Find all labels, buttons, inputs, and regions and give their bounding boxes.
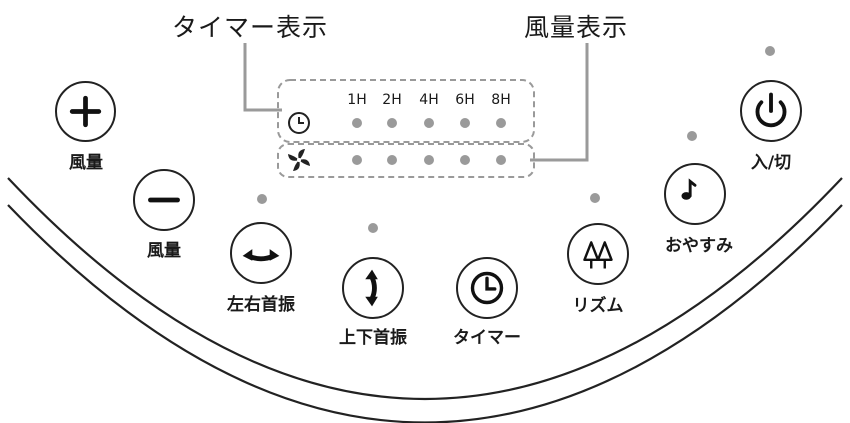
timer-indicator-dot — [496, 118, 506, 128]
vertical-swing-icon — [365, 269, 378, 307]
sleep-button[interactable] — [664, 163, 726, 225]
timer-button[interactable] — [456, 257, 518, 319]
clock-icon — [288, 112, 310, 134]
fan-indicator-dot — [352, 155, 362, 165]
power-status-dot — [765, 46, 775, 56]
fan-indicator-dot — [496, 155, 506, 165]
fan-up-button[interactable] — [55, 81, 116, 142]
plus-icon — [69, 95, 102, 128]
fan-up-label: 風量 — [69, 153, 103, 173]
trees-icon — [583, 241, 613, 269]
fan-indicator-dot — [424, 155, 434, 165]
fan-indicator-dot — [460, 155, 470, 165]
fan-callout-line — [530, 43, 589, 162]
swing-status-dot — [257, 194, 267, 204]
vertical-swing-label: 上下首振 — [339, 328, 407, 348]
timer-hour-label: 1H — [347, 92, 367, 108]
timer-hour-label: 4H — [419, 92, 439, 108]
sleep-label: おやすみ — [665, 236, 733, 256]
power-button[interactable] — [740, 80, 802, 142]
sleep-note-moon-icon — [681, 178, 709, 208]
power-icon — [755, 92, 787, 128]
rhythm-button[interactable] — [567, 223, 629, 285]
rhythm-label: リズム — [572, 296, 624, 316]
timer-indicator-dot — [352, 118, 362, 128]
horizontal-swing-button[interactable] — [230, 222, 292, 284]
clock-icon — [470, 271, 504, 305]
fan-down-button[interactable] — [133, 169, 195, 231]
timer-hour-label: 6H — [455, 92, 475, 108]
vertical-swing-button[interactable] — [342, 257, 404, 319]
horizontal-swing-label: 左右首振 — [227, 295, 295, 315]
timer-hour-label: 2H — [382, 92, 402, 108]
horizontal-swing-icon — [242, 249, 280, 262]
timer-display-box — [277, 79, 535, 143]
timer-callout-line — [243, 43, 282, 112]
fan-icon — [288, 149, 310, 171]
timer-display-callout: タイマー表示 — [172, 13, 329, 42]
fan-speed-display-callout: 風量表示 — [524, 13, 629, 42]
timer-hour-label: 8H — [491, 92, 511, 108]
minus-icon — [148, 197, 180, 203]
vertical-swing-status-dot — [368, 223, 378, 233]
power-label: 入/切 — [750, 153, 792, 173]
fan-indicator-dot — [387, 155, 397, 165]
rhythm-status-dot — [590, 193, 600, 203]
sleep-status-dot — [687, 131, 697, 141]
timer-indicator-dot — [387, 118, 397, 128]
fan-down-label: 風量 — [147, 241, 181, 261]
timer-label: タイマー — [453, 328, 521, 348]
timer-indicator-dot — [460, 118, 470, 128]
timer-indicator-dot — [424, 118, 434, 128]
